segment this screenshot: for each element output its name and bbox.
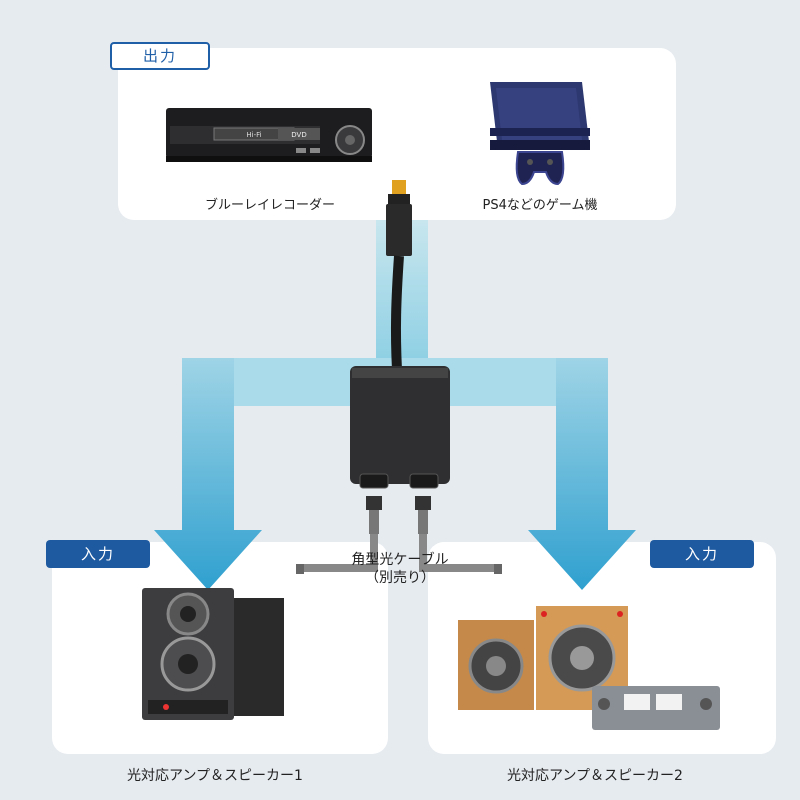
speaker-set-1-icon: [142, 588, 284, 720]
optical-cables: [296, 496, 502, 574]
optical-cable-plug-icon: [386, 180, 412, 371]
bluray-recorder-label: ブルーレイレコーダー: [204, 198, 335, 213]
input-tag-1: 入力: [46, 540, 150, 568]
cable-label-line2: （別売り）: [365, 570, 435, 586]
input-tag-2: 入力: [650, 540, 754, 568]
game-console-icon: [490, 82, 590, 186]
hifi-text: Hi-Fi: [246, 131, 261, 139]
speaker-1-label: 光対応アンプ＆スピーカー1: [127, 768, 303, 784]
output-tag: 出力: [110, 42, 210, 70]
optical-splitter-icon: [350, 366, 450, 489]
bluray-recorder-icon: Hi-Fi DVD: [166, 108, 372, 162]
cable-label-line1: 角型光ケーブル: [351, 552, 449, 568]
game-console-label: PS4などのゲーム機: [482, 198, 598, 213]
speaker-set-2-icon: [458, 606, 720, 730]
speaker-2-label: 光対応アンプ＆スピーカー2: [507, 768, 683, 784]
cable-label: 角型光ケーブル （別売り）: [330, 551, 470, 587]
dvd-text: DVD: [291, 131, 306, 139]
